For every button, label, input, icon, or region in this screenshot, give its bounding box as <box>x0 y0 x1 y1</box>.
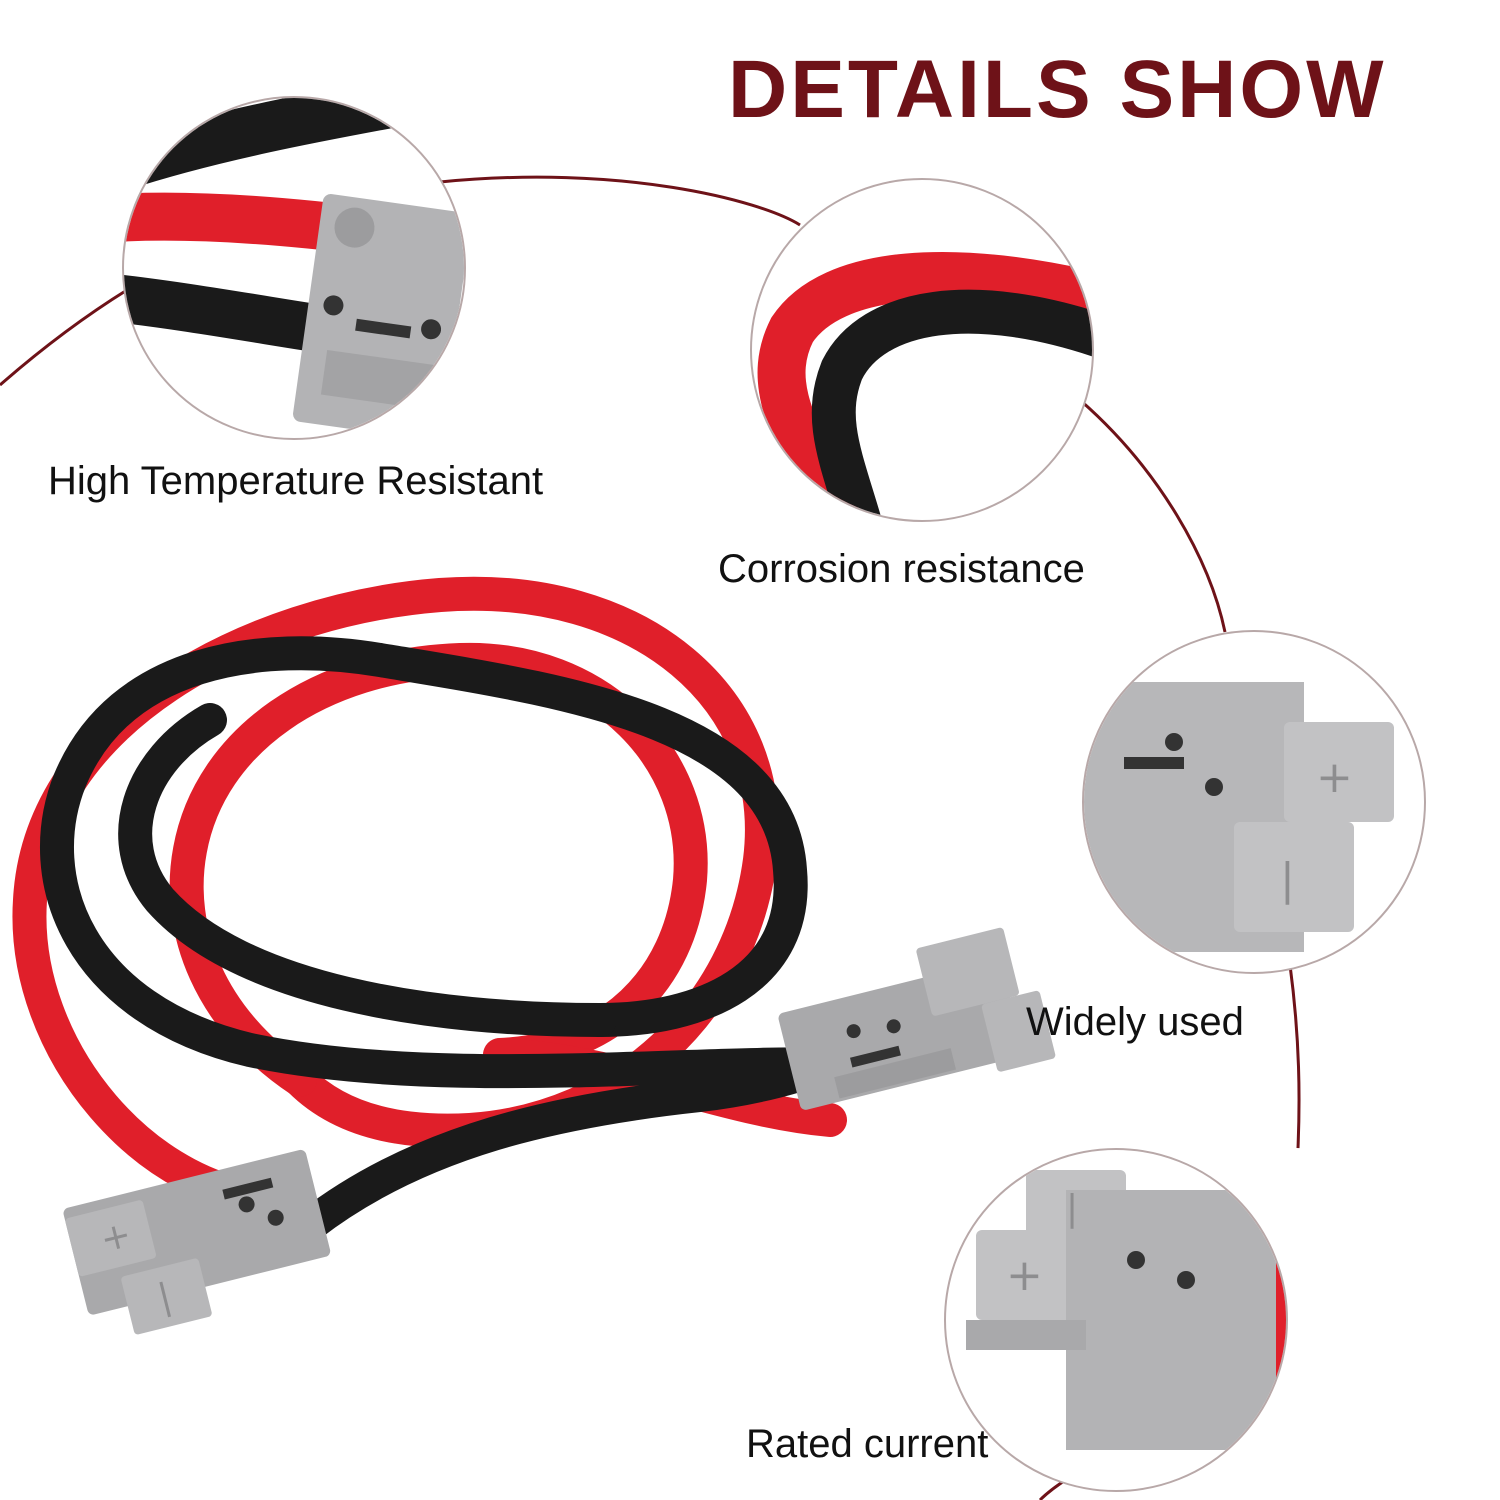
plus-terminal-icon: + <box>1006 1250 1043 1301</box>
connector-right <box>778 927 1056 1110</box>
connector-left: + | <box>63 1149 331 1335</box>
detail-bubble-widely-used: + | <box>1082 630 1426 974</box>
caption-widely-used: Widely used <box>1026 1000 1244 1044</box>
cable-assembly <box>12 576 847 1242</box>
detail-bubble-high-temperature <box>122 96 466 440</box>
minus-terminal-icon: | <box>1280 854 1295 905</box>
caption-rated-current: Rated current <box>746 1422 989 1466</box>
page-title: DETAILS SHOW <box>728 44 1387 135</box>
detail-image-connector-pair: + | <box>1084 682 1394 952</box>
connector-arc-line-2 <box>1079 398 1227 633</box>
detail-bubble-rated-current: + | <box>944 1148 1288 1492</box>
plus-terminal-icon: + <box>1316 752 1353 803</box>
connector-arc-line-3 <box>1288 964 1301 1149</box>
caption-corrosion: Corrosion resistance <box>718 547 1085 591</box>
detail-image-connector-top <box>124 98 464 438</box>
minus-terminal-icon: | <box>1066 1188 1078 1229</box>
detail-image-cable-bend <box>757 252 1092 520</box>
detail-image-connector-side: + | <box>966 1170 1286 1450</box>
black-cable-loop <box>40 636 847 1089</box>
caption-high-temperature: High Temperature Resistant <box>48 459 544 503</box>
black-cable-inner <box>118 703 617 1037</box>
detail-bubble-corrosion <box>750 178 1094 522</box>
